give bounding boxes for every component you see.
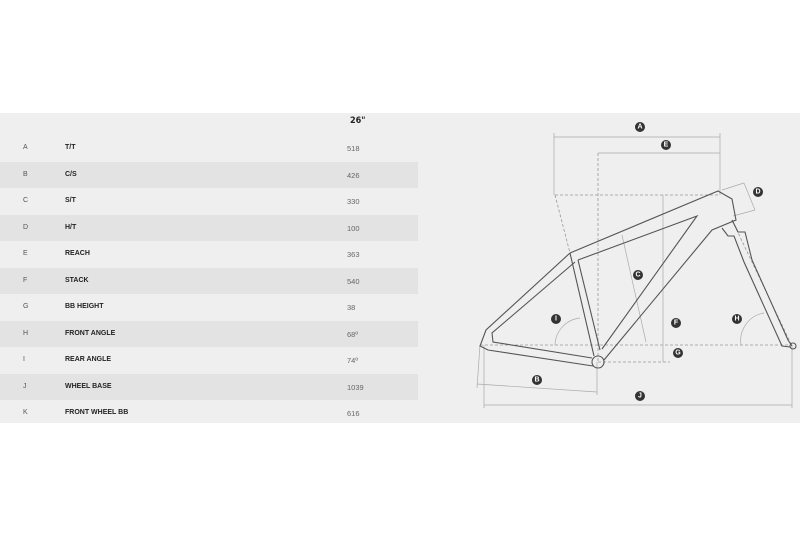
row-value: 616: [347, 409, 360, 418]
bike-frame: [479, 190, 797, 369]
row-key: A: [23, 144, 28, 151]
svg-text:H: H: [734, 316, 739, 323]
label-I: I: [551, 314, 561, 324]
reference-lines: [480, 153, 793, 363]
label-J: J: [635, 391, 645, 401]
row-key: F: [23, 276, 28, 284]
label-E: E: [661, 140, 671, 150]
label-D: D: [753, 187, 763, 197]
row-key: K: [23, 409, 28, 416]
table-row: J WHEEL BASE 1039: [0, 373, 418, 400]
row-name: S/T: [65, 197, 76, 204]
row-key: C: [23, 197, 29, 204]
label-F: F: [671, 318, 681, 328]
row-key: G: [23, 303, 29, 310]
row-key: J: [23, 382, 27, 390]
row-name: C/S: [65, 170, 77, 178]
table-row: F STACK 540: [0, 267, 418, 294]
table-row: I REAR ANGLE 74º: [0, 347, 418, 374]
row-name: WHEEL BASE: [65, 382, 112, 390]
row-value: 363: [347, 250, 360, 259]
row-name: FRONT ANGLE: [65, 329, 116, 337]
table-row: E REACH 363: [0, 241, 418, 268]
table-row: C S/T 330: [0, 188, 418, 215]
row-name: T/T: [65, 144, 76, 151]
label-H: H: [732, 314, 742, 324]
label-A: A: [635, 122, 645, 132]
table-row: K FRONT WHEEL BB 616: [0, 400, 418, 427]
label-G: G: [673, 348, 683, 358]
svg-text:D: D: [755, 189, 760, 196]
svg-text:I: I: [555, 316, 557, 323]
table-row: D H/T 100: [0, 214, 418, 241]
row-value: 518: [347, 144, 360, 153]
row-value: 74º: [347, 356, 359, 365]
row-value: 330: [347, 197, 360, 206]
row-name: FRONT WHEEL BB: [65, 409, 129, 416]
table-row: A T/T 518: [0, 135, 418, 162]
geometry-table: 26" A T/T 518 B C/S 426 C S/T 330 D H/T 100 E REA…: [0, 113, 418, 427]
table-row: G BB HEIGHT 38: [0, 294, 418, 321]
row-value: 1039: [347, 382, 364, 392]
row-value: 540: [347, 276, 360, 286]
row-name: REAR ANGLE: [65, 356, 112, 363]
row-key: E: [23, 250, 28, 257]
label-B: B: [532, 375, 542, 385]
svg-text:E: E: [664, 142, 669, 149]
table-row: H FRONT ANGLE 68º: [0, 320, 418, 347]
row-value: 100: [347, 223, 360, 233]
svg-text:C: C: [635, 272, 640, 279]
row-name: H/T: [65, 223, 77, 231]
size-header: 26": [350, 116, 366, 126]
row-key: B: [23, 170, 28, 178]
svg-text:G: G: [675, 350, 681, 357]
svg-text:B: B: [534, 377, 539, 384]
row-name: BB HEIGHT: [65, 303, 104, 310]
table-row: B C/S 426: [0, 161, 418, 188]
svg-text:J: J: [638, 393, 642, 400]
row-value: 68º: [347, 329, 359, 339]
row-value: 38: [347, 303, 356, 312]
row-name: STACK: [65, 276, 89, 284]
row-name: REACH: [65, 250, 90, 257]
svg-text:A: A: [637, 124, 642, 131]
row-key: I: [23, 356, 25, 363]
dimension-lines: [476, 133, 793, 408]
label-C: C: [633, 270, 643, 280]
svg-text:F: F: [674, 320, 679, 327]
row-value: 426: [347, 170, 360, 180]
table-header: 26": [0, 113, 418, 135]
row-key: D: [23, 223, 29, 231]
row-key: H: [23, 329, 29, 337]
